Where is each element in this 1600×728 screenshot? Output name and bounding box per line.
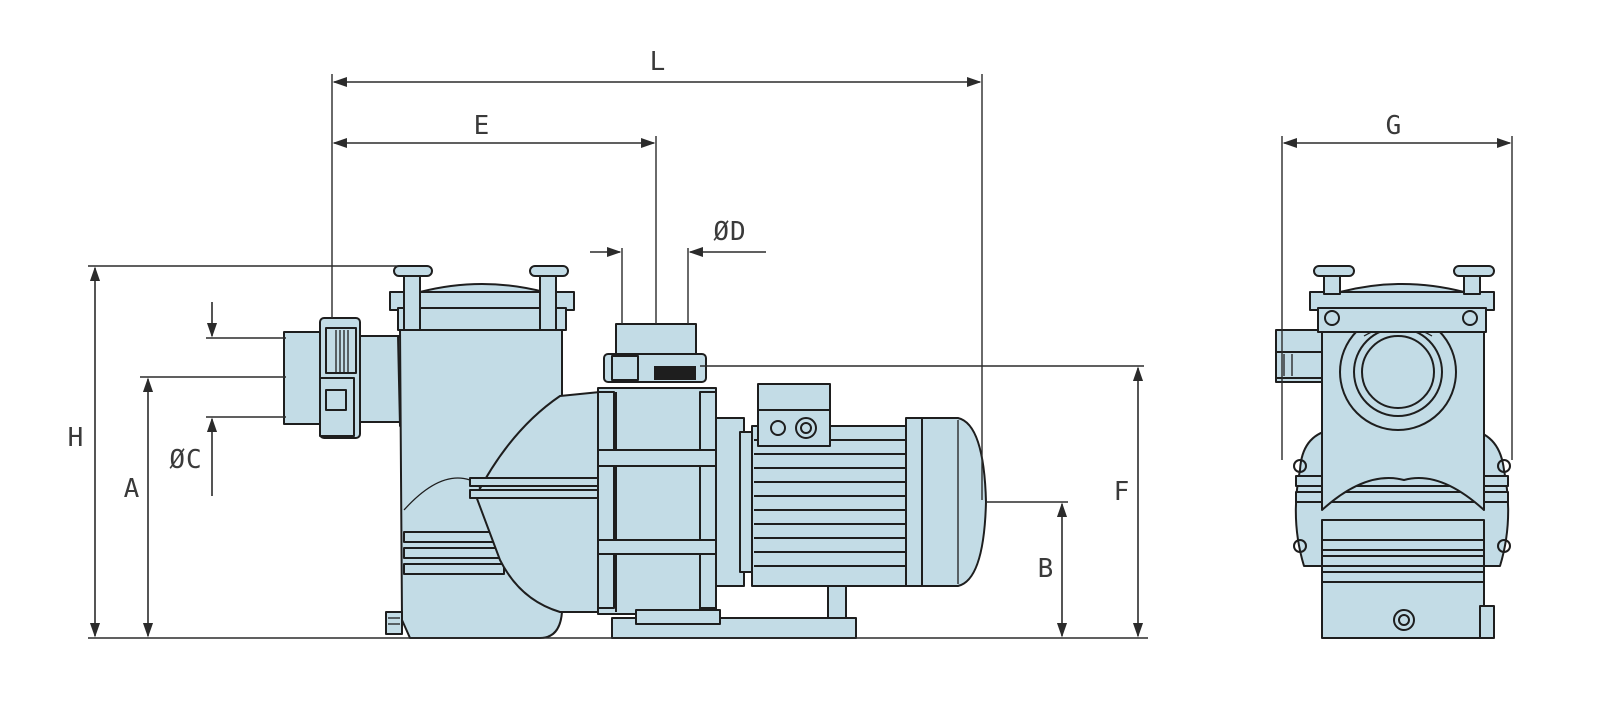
label-C: ØC [169, 445, 202, 475]
dimension-lines [88, 74, 1513, 639]
side-view [283, 265, 987, 639]
outlet-union [603, 323, 707, 383]
label-F: F [1114, 477, 1131, 507]
label-H: H [68, 423, 85, 453]
label-D: ØD [713, 217, 746, 247]
end-view [1275, 265, 1511, 639]
motor [611, 383, 987, 639]
label-B: B [1038, 554, 1055, 584]
label-G: G [1386, 111, 1403, 141]
label-L: L [650, 47, 667, 77]
volute [469, 391, 601, 613]
label-A: A [124, 474, 141, 504]
label-E: E [474, 111, 491, 141]
pump-body [597, 387, 755, 615]
dimension-labels: L E ØD G H A ØC F B [68, 47, 1403, 584]
